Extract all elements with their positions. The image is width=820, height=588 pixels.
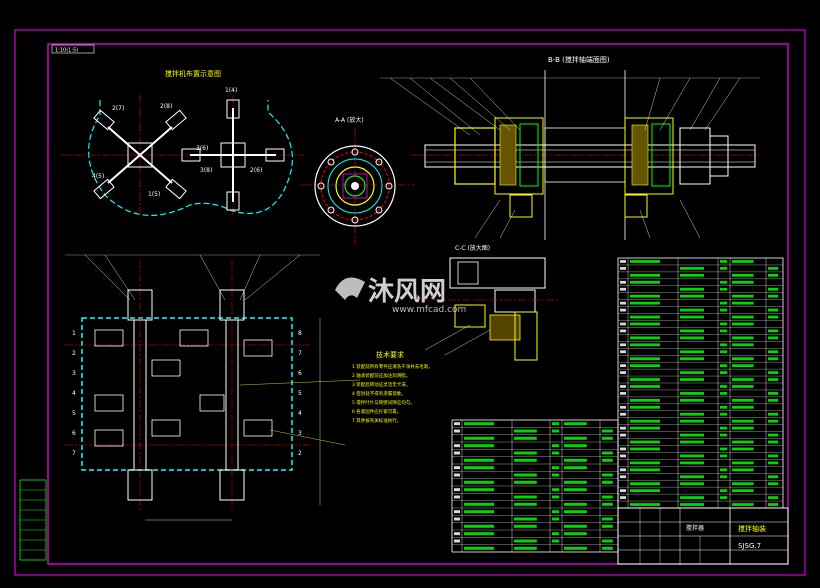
shaft-section-bb bbox=[380, 70, 760, 240]
flange-section-aa bbox=[300, 128, 415, 245]
svg-text:3: 3 bbox=[72, 370, 76, 377]
note-item: 7 其余按有关标准执行。 bbox=[352, 417, 401, 424]
svg-text:4: 4 bbox=[298, 410, 302, 417]
section-cc bbox=[420, 257, 560, 361]
watermark-logo-icon bbox=[335, 277, 365, 300]
title-block-sub: 搅拌器 bbox=[686, 524, 704, 532]
section-cc-title: C-C (放大图) bbox=[455, 244, 490, 252]
svg-text:2: 2 bbox=[298, 450, 302, 457]
note-item: 3 装配后转动应灵活无卡滞。 bbox=[352, 381, 410, 388]
svg-text:6: 6 bbox=[72, 430, 76, 437]
title-block: 搅拌器 搅拌轴装 SJSG.7 bbox=[617, 507, 789, 565]
notes-list: 1 装配前所有零件应清洗干净并去毛刺。 2 轴承装配前应加注润滑脂。 3 装配后… bbox=[352, 363, 433, 424]
note-item: 1 装配前所有零件应清洗干净并去毛刺。 bbox=[352, 363, 433, 370]
arm-label: 4(5) bbox=[92, 173, 104, 180]
svg-text:1: 1 bbox=[72, 330, 76, 337]
section-bb-title: B-B (搅拌轴端面图) bbox=[548, 55, 610, 64]
note-item: 4 密封处不得有渗漏现象。 bbox=[352, 390, 406, 397]
watermark-brand: 沐风网 bbox=[368, 277, 446, 307]
svg-text:6: 6 bbox=[298, 370, 302, 377]
arm-label: 2(8) bbox=[160, 103, 172, 110]
main-assembly-view: 1 2 3 4 5 6 7 8 7 6 5 4 3 2 bbox=[65, 254, 361, 521]
svg-text:8: 8 bbox=[298, 330, 302, 337]
bom-table-bottom bbox=[451, 419, 619, 553]
note-item: 2 轴承装配前应加注润滑脂。 bbox=[352, 372, 410, 379]
svg-text:2: 2 bbox=[72, 350, 76, 357]
section-aa-title: A-A (放大) bbox=[335, 116, 364, 124]
svg-text:5: 5 bbox=[72, 410, 76, 417]
inner-frame bbox=[47, 43, 789, 565]
note-item: 5 搅拌叶片与筒壁间隙应均匀。 bbox=[352, 399, 415, 406]
outer-frame bbox=[14, 29, 806, 576]
arm-label: 3(8) bbox=[200, 167, 212, 174]
arm-label: 3(6) bbox=[196, 145, 208, 152]
svg-text:4: 4 bbox=[72, 390, 76, 397]
arm-label: 1(4) bbox=[225, 87, 237, 94]
svg-text:7: 7 bbox=[298, 350, 302, 357]
title-block-name: 搅拌轴装 bbox=[738, 524, 766, 533]
layout-view: 2(7) 2(8) 3(6) 4(5) 1(5) 2(6) 1(4) 3(8) bbox=[60, 87, 305, 216]
layout-view-title: 搅拌机布置示意图 bbox=[165, 69, 221, 78]
svg-text:3: 3 bbox=[298, 430, 302, 437]
arm-label: 2(6) bbox=[250, 167, 262, 174]
bom-table-right bbox=[617, 257, 784, 509]
arm-label: 1(5) bbox=[148, 191, 160, 198]
scale-tag-box bbox=[51, 44, 95, 54]
svg-text:7: 7 bbox=[72, 450, 76, 457]
title-block-code: SJSG.7 bbox=[738, 542, 761, 550]
arm-label: 2(7) bbox=[112, 105, 124, 112]
watermark: 沐风网 www.mfcad.com bbox=[335, 277, 466, 315]
scale-tag: 1:10(1:5) bbox=[55, 48, 78, 54]
note-item: 6 各紧固件应拧紧可靠。 bbox=[352, 408, 401, 415]
watermark-url: www.mfcad.com bbox=[392, 305, 466, 315]
notes-title: 技术要求 bbox=[376, 350, 404, 359]
left-bottom-strip bbox=[19, 479, 47, 561]
svg-text:5: 5 bbox=[298, 390, 302, 397]
